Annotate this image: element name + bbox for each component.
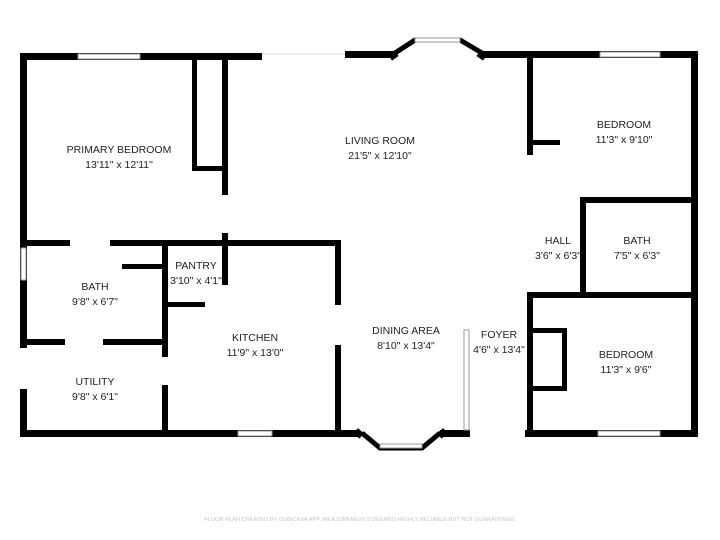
room-pantry: PANTRY 3'10" x 4'1"	[170, 259, 222, 289]
room-name: BATH	[623, 235, 651, 247]
room-size: 11'3" x 9'10"	[595, 134, 653, 146]
room-name: UTILITY	[75, 376, 115, 388]
room-size: 9'8" x 6'1"	[72, 391, 118, 403]
room-bedroom-2: BEDROOM 11'3" x 9'6"	[599, 348, 653, 378]
room-name: LIVING ROOM	[344, 135, 416, 147]
room-name: KITCHEN	[231, 332, 279, 344]
room-dining-area: DINING AREA 8'10" x 13'4"	[372, 324, 440, 354]
room-size: 7'5" x 6'3"	[614, 250, 660, 262]
room-name: BEDROOM	[598, 349, 654, 361]
room-primary-bedroom: PRIMARY BEDROOM 13'11" x 12'11"	[67, 143, 172, 173]
windows	[20, 37, 661, 451]
room-name: PANTRY	[175, 260, 217, 272]
room-size: 11'9" x 13'0"	[226, 347, 284, 359]
room-size: 4'6" x 13'4"	[473, 344, 525, 356]
room-size: 13'11" x 12'11"	[85, 159, 153, 171]
room-name: HALL	[544, 235, 572, 247]
room-name: DINING AREA	[372, 325, 440, 337]
room-name: PRIMARY BEDROOM	[66, 144, 172, 156]
walls	[20, 50, 698, 439]
room-name: BEDROOM	[596, 119, 652, 131]
room-size: 3'10" x 4'1"	[170, 275, 222, 287]
room-size: 9'8" x 6'7"	[72, 296, 118, 308]
room-bath-2: BATH 7'5" x 6'3"	[614, 234, 660, 264]
room-utility: UTILITY 9'8" x 6'1"	[72, 375, 118, 405]
room-name: FOYER	[480, 329, 518, 341]
room-name: BATH	[81, 281, 109, 293]
room-bedroom-1: BEDROOM 11'3" x 9'10"	[596, 118, 653, 148]
room-foyer: FOYER 4'6" x 13'4"	[473, 328, 525, 358]
room-living-room: LIVING ROOM 21'5" x 12'10"	[345, 134, 415, 164]
disclaimer-footer: FLOOR PLAN CREATED BY CUBICASA APP. MEAS…	[204, 517, 516, 523]
room-hall: HALL 3'6" x 6'3"	[535, 234, 581, 264]
room-size: 3'6" x 6'3"	[535, 250, 581, 262]
room-size: 8'10" x 13'4"	[377, 340, 435, 352]
room-size: 21'5" x 12'10"	[348, 150, 412, 162]
room-size: 11'3" x 9'6"	[600, 364, 652, 376]
room-kitchen: KITCHEN 11'9" x 13'0"	[227, 331, 284, 361]
room-bath-1: BATH 9'8" x 6'7"	[72, 280, 118, 310]
